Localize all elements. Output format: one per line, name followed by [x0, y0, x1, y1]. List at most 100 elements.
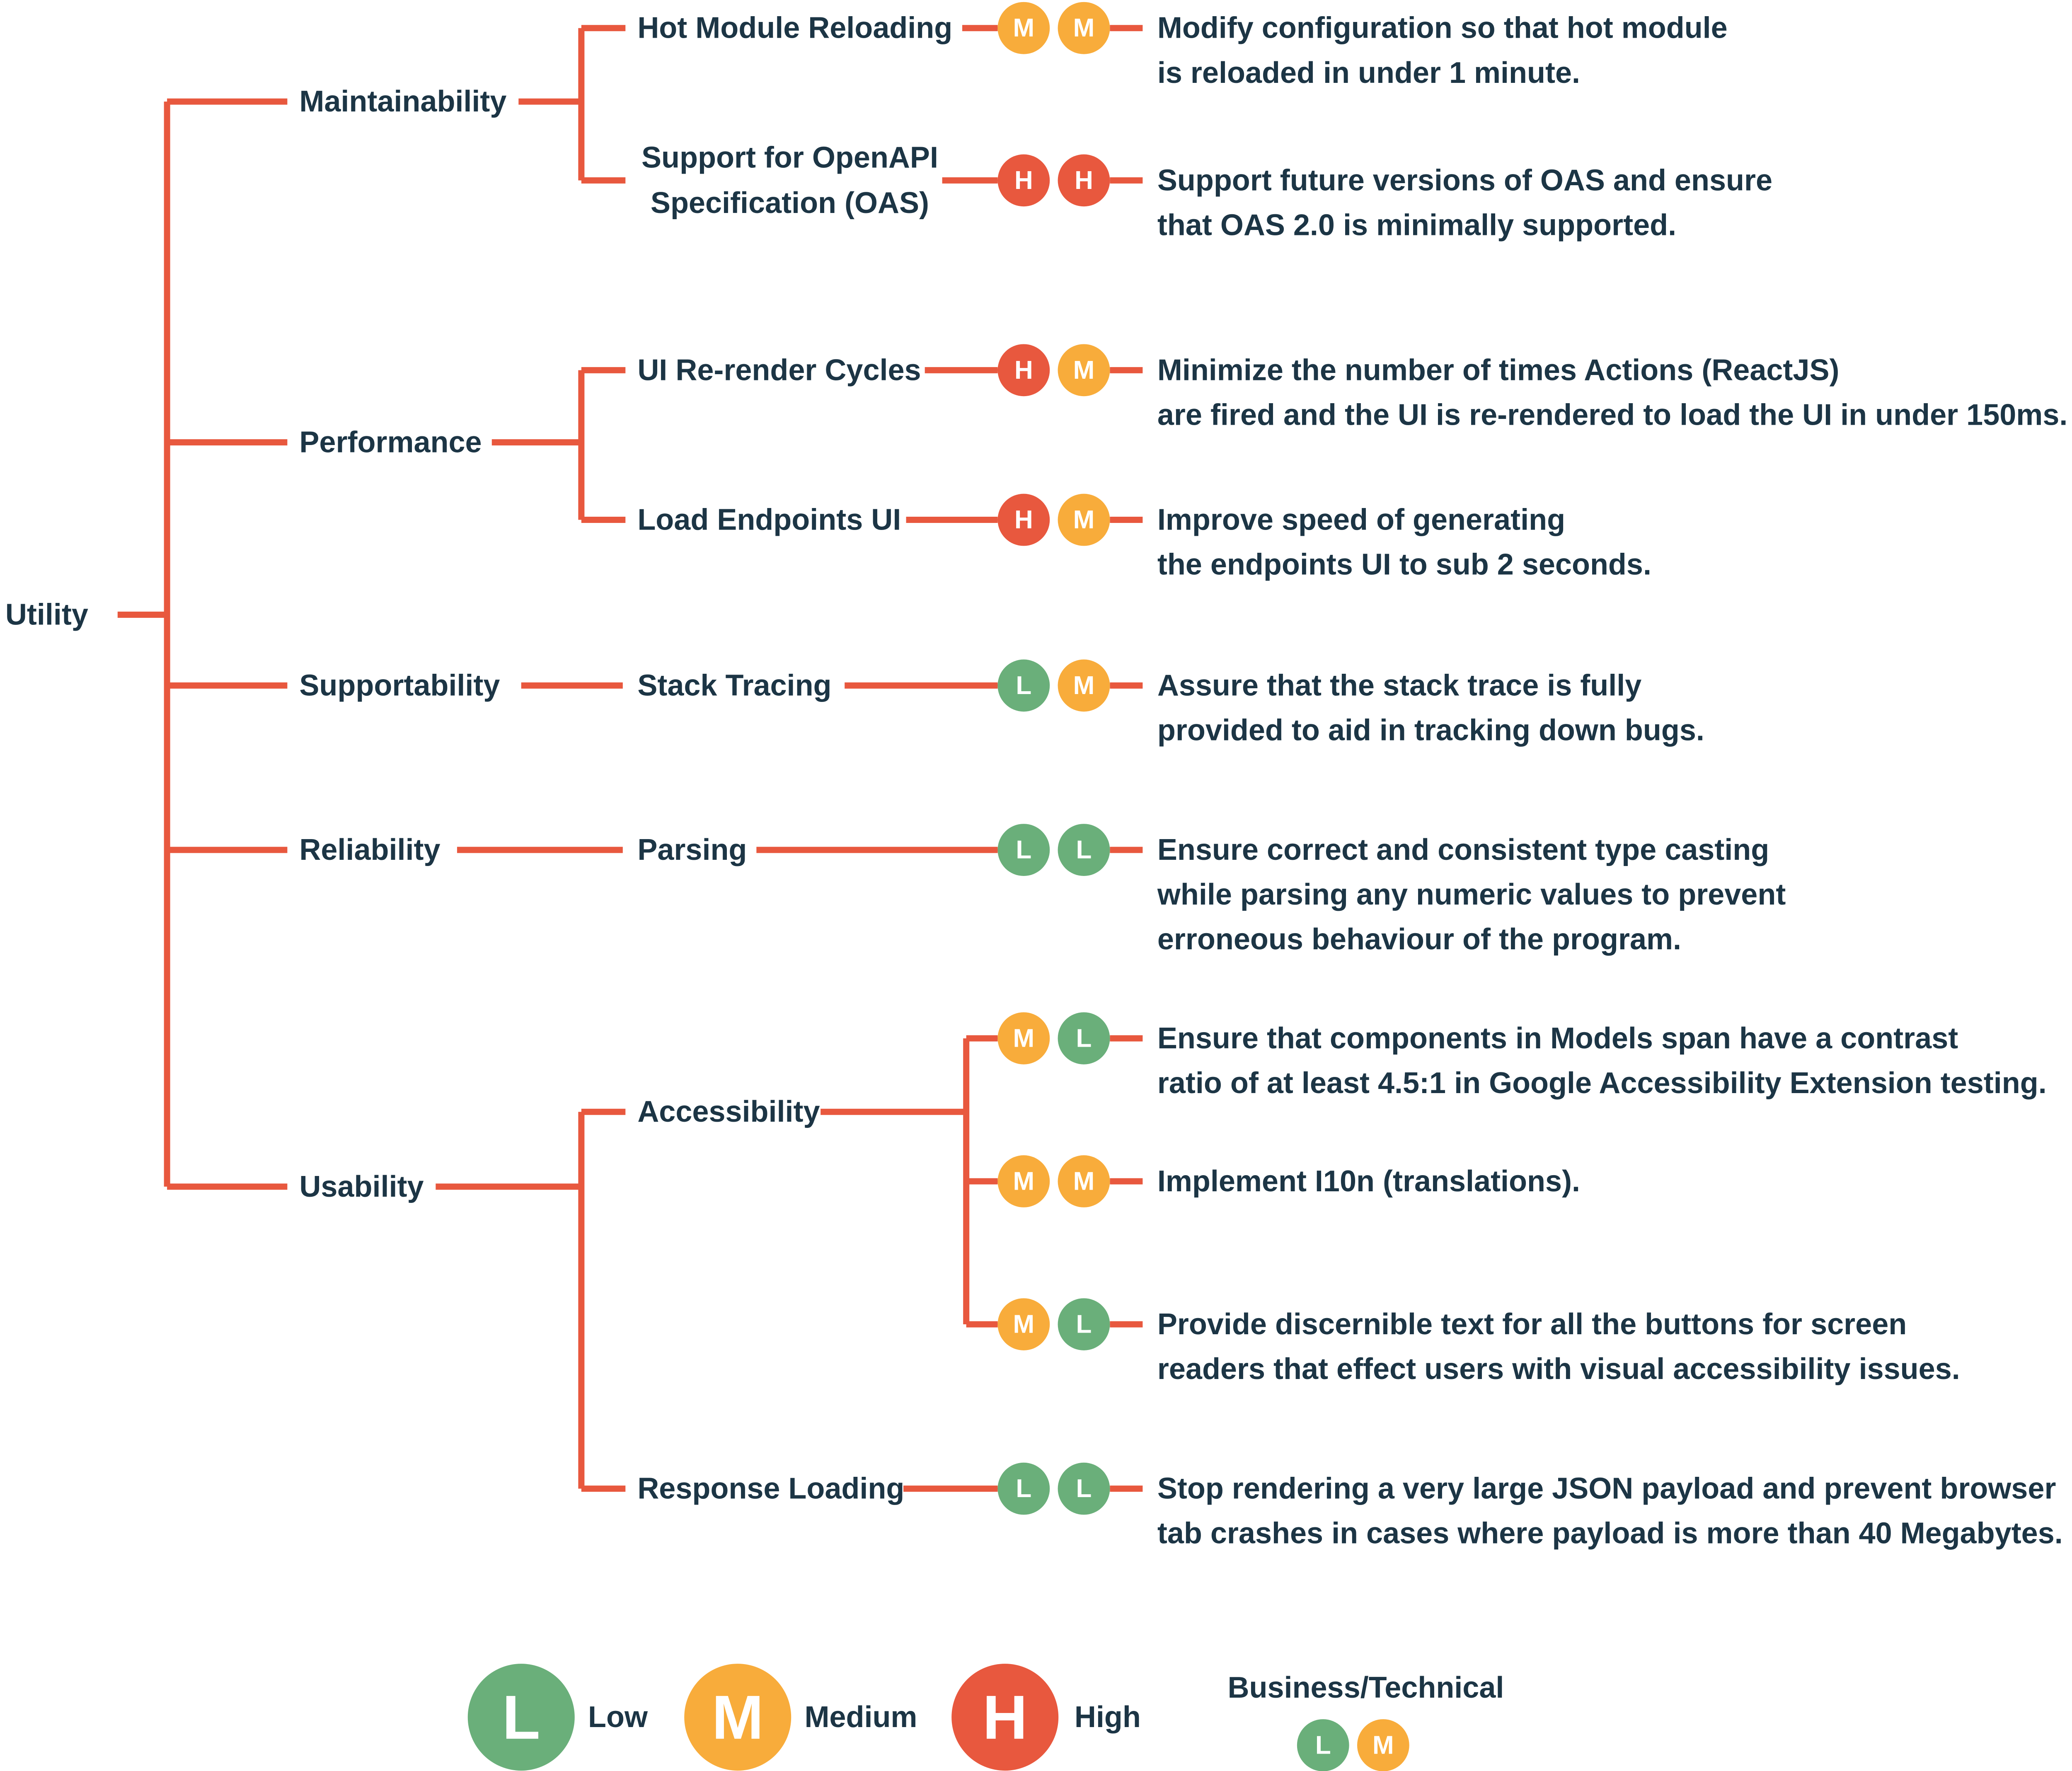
rating-business-hot-module-reloading-scenario-1-circle — [997, 2, 1050, 54]
scenario-description-response-loading-scenario-1-line2: tab crashes in cases where payload is mo… — [1157, 1517, 2063, 1550]
rating-technical-accessibility-scenario-3-letter: L — [1076, 1310, 1092, 1338]
legend-low-badge: L — [467, 1664, 575, 1771]
rating-business-support-for-openapi-specification-oas-scenario-1-circle — [997, 154, 1050, 207]
rating-business-parsing-scenario-1-circle — [997, 824, 1050, 876]
rating-business-hot-module-reloading-scenario-1-letter: M — [1013, 14, 1035, 42]
rating-technical-parsing-scenario-1-circle — [1058, 824, 1110, 876]
rating-technical-hot-module-reloading-scenario-1-letter: M — [1073, 14, 1095, 42]
rating-business-support-for-openapi-specification-oas-scenario-1-letter: H — [1014, 166, 1033, 195]
refinement-label-ui-re-render-cycles: UI Re-render Cycles — [637, 353, 921, 387]
attribute-label-usability: Usability — [299, 1170, 424, 1203]
rating-technical-accessibility-scenario-2-letter: M — [1073, 1167, 1095, 1195]
rating-technical-ui-re-render-cycles-scenario-1-circle — [1058, 344, 1110, 397]
scenario-description-accessibility-scenario-2-line1: Implement I10n (translations). — [1157, 1165, 1580, 1198]
rating-business-support-for-openapi-specification-oas-scenario-1: H — [997, 154, 1050, 207]
legend-pair-title: Business/Technical — [1227, 1671, 1504, 1704]
rating-business-parsing-scenario-1: L — [997, 824, 1050, 876]
scenario-description-parsing-scenario-1-line2: while parsing any numeric values to prev… — [1157, 878, 1786, 911]
attribute-label-reliability: Reliability — [299, 833, 440, 866]
rating-business-load-endpoints-ui-scenario-1-letter: H — [1014, 506, 1033, 534]
scenario-description-accessibility-scenario-3-line2: readers that effect users with visual ac… — [1157, 1352, 1960, 1386]
refinement-label-parsing: Parsing — [637, 833, 747, 866]
rating-technical-accessibility-scenario-3: L — [1058, 1298, 1110, 1350]
legend-high-badge-letter: H — [983, 1682, 1027, 1752]
rating-business-accessibility-scenario-2-circle — [997, 1155, 1050, 1207]
rating-technical-accessibility-scenario-1-letter: L — [1076, 1024, 1092, 1052]
rating-technical-hot-module-reloading-scenario-1: M — [1058, 2, 1110, 54]
scenario-description-stack-tracing-scenario-1-line2: provided to aid in tracking down bugs. — [1157, 714, 1704, 747]
rating-business-hot-module-reloading-scenario-1: M — [997, 2, 1050, 54]
rating-business-stack-tracing-scenario-1-letter: L — [1016, 671, 1031, 700]
rating-business-load-endpoints-ui-scenario-1-circle — [997, 494, 1050, 546]
refinement-label-accessibility: Accessibility — [637, 1095, 820, 1128]
scenario-description-load-endpoints-ui-scenario-1-line2: the endpoints UI to sub 2 seconds. — [1157, 548, 1651, 581]
scenario-description-accessibility-scenario-1-line2: ratio of at least 4.5:1 in Google Access… — [1157, 1067, 2047, 1100]
rating-technical-response-loading-scenario-1: L — [1058, 1462, 1110, 1515]
rating-technical-response-loading-scenario-1-letter: L — [1076, 1474, 1092, 1503]
scenario-description-stack-tracing-scenario-1-line1: Assure that the stack trace is fully — [1157, 669, 1641, 702]
rating-technical-support-for-openapi-specification-oas-scenario-1-circle — [1058, 154, 1110, 207]
rating-technical-response-loading-scenario-1-circle — [1058, 1462, 1110, 1515]
refinement-label-stack-tracing: Stack Tracing — [637, 669, 831, 702]
attribute-label-performance: Performance — [299, 426, 482, 459]
scenario-description-load-endpoints-ui-scenario-1-line1: Improve speed of generating — [1157, 503, 1565, 537]
rating-business-ui-re-render-cycles-scenario-1-circle — [997, 344, 1050, 397]
rating-technical-load-endpoints-ui-scenario-1: M — [1058, 494, 1110, 546]
legend-low-badge-circle — [467, 1664, 575, 1771]
rating-business-load-endpoints-ui-scenario-1: H — [997, 494, 1050, 546]
scenario-description-accessibility-scenario-3-line1: Provide discernible text for all the but… — [1157, 1308, 1907, 1341]
rating-business-stack-tracing-scenario-1: L — [997, 659, 1050, 712]
legend-low-badge-letter: L — [502, 1682, 540, 1752]
scenario-description-hot-module-reloading-scenario-1-line2: is reloaded in under 1 minute. — [1157, 56, 1580, 90]
scenario-description-parsing-scenario-1-line3: erroneous behaviour of the program. — [1157, 923, 1681, 956]
rating-business-stack-tracing-scenario-1-circle — [997, 659, 1050, 712]
scenario-description-support-for-openapi-specification-oas-scenario-1-line1: Support future versions of OAS and ensur… — [1157, 164, 1772, 197]
legend-high-badge: H — [951, 1664, 1059, 1771]
rating-technical-load-endpoints-ui-scenario-1-letter: M — [1073, 506, 1095, 534]
attribute-label-supportability: Supportability — [299, 669, 500, 702]
attribute-label-maintainability: Maintainability — [299, 85, 506, 118]
rating-business-ui-re-render-cycles-scenario-1: H — [997, 344, 1050, 397]
refinement-label-load-endpoints-ui: Load Endpoints UI — [637, 503, 901, 537]
legend-high-badge-circle — [951, 1664, 1059, 1771]
legend-medium-badge-circle — [684, 1664, 792, 1771]
connector-lines — [117, 25, 1143, 1492]
rating-business-response-loading-scenario-1: L — [997, 1462, 1050, 1515]
rating-business-accessibility-scenario-2-letter: M — [1013, 1167, 1035, 1195]
legend-low-label: Low — [588, 1701, 648, 1734]
rating-business-response-loading-scenario-1-circle — [997, 1462, 1050, 1515]
refinement-label-support-for-openapi-specification-oas-line1: Support for OpenAPI — [641, 141, 938, 174]
rating-business-accessibility-scenario-3-circle — [997, 1298, 1050, 1350]
scenario-description-support-for-openapi-specification-oas-scenario-1-line2: that OAS 2.0 is minimally supported. — [1157, 208, 1676, 242]
legend-pair-technical-badge: M — [1357, 1719, 1409, 1771]
rating-technical-accessibility-scenario-1-circle — [1058, 1012, 1110, 1065]
legend-pair-business-badge: L — [1297, 1719, 1349, 1771]
rating-technical-ui-re-render-cycles-scenario-1: M — [1058, 344, 1110, 397]
rating-technical-stack-tracing-scenario-1-letter: M — [1073, 671, 1095, 700]
rating-technical-accessibility-scenario-1: L — [1058, 1012, 1110, 1065]
legend-pair-technical-badge-circle — [1357, 1719, 1409, 1771]
rating-business-accessibility-scenario-1-circle — [997, 1012, 1050, 1065]
legend-high-label: High — [1075, 1701, 1141, 1734]
rating-business-accessibility-scenario-3: M — [997, 1298, 1050, 1350]
legend-medium-label: Medium — [804, 1701, 917, 1734]
rating-business-parsing-scenario-1-letter: L — [1016, 836, 1031, 864]
rating-technical-stack-tracing-scenario-1: M — [1058, 659, 1110, 712]
rating-technical-accessibility-scenario-2-circle — [1058, 1155, 1110, 1207]
rating-business-accessibility-scenario-2: M — [997, 1155, 1050, 1207]
rating-technical-support-for-openapi-specification-oas-scenario-1-letter: H — [1075, 166, 1093, 195]
rating-business-accessibility-scenario-1: M — [997, 1012, 1050, 1065]
legend-medium-badge: M — [684, 1664, 792, 1771]
rating-technical-accessibility-scenario-3-circle — [1058, 1298, 1110, 1350]
refinement-label-hot-module-reloading: Hot Module Reloading — [637, 12, 952, 45]
rating-business-response-loading-scenario-1-letter: L — [1016, 1474, 1031, 1503]
rating-technical-parsing-scenario-1-letter: L — [1076, 836, 1092, 864]
rating-technical-ui-re-render-cycles-scenario-1-letter: M — [1073, 356, 1095, 385]
scenario-description-ui-re-render-cycles-scenario-1-line1: Minimize the number of times Actions (Re… — [1157, 353, 1840, 387]
rating-business-accessibility-scenario-1-letter: M — [1013, 1024, 1035, 1052]
scenario-description-response-loading-scenario-1-line1: Stop rendering a very large JSON payload… — [1157, 1472, 2056, 1505]
refinement-label-response-loading: Response Loading — [637, 1472, 904, 1505]
